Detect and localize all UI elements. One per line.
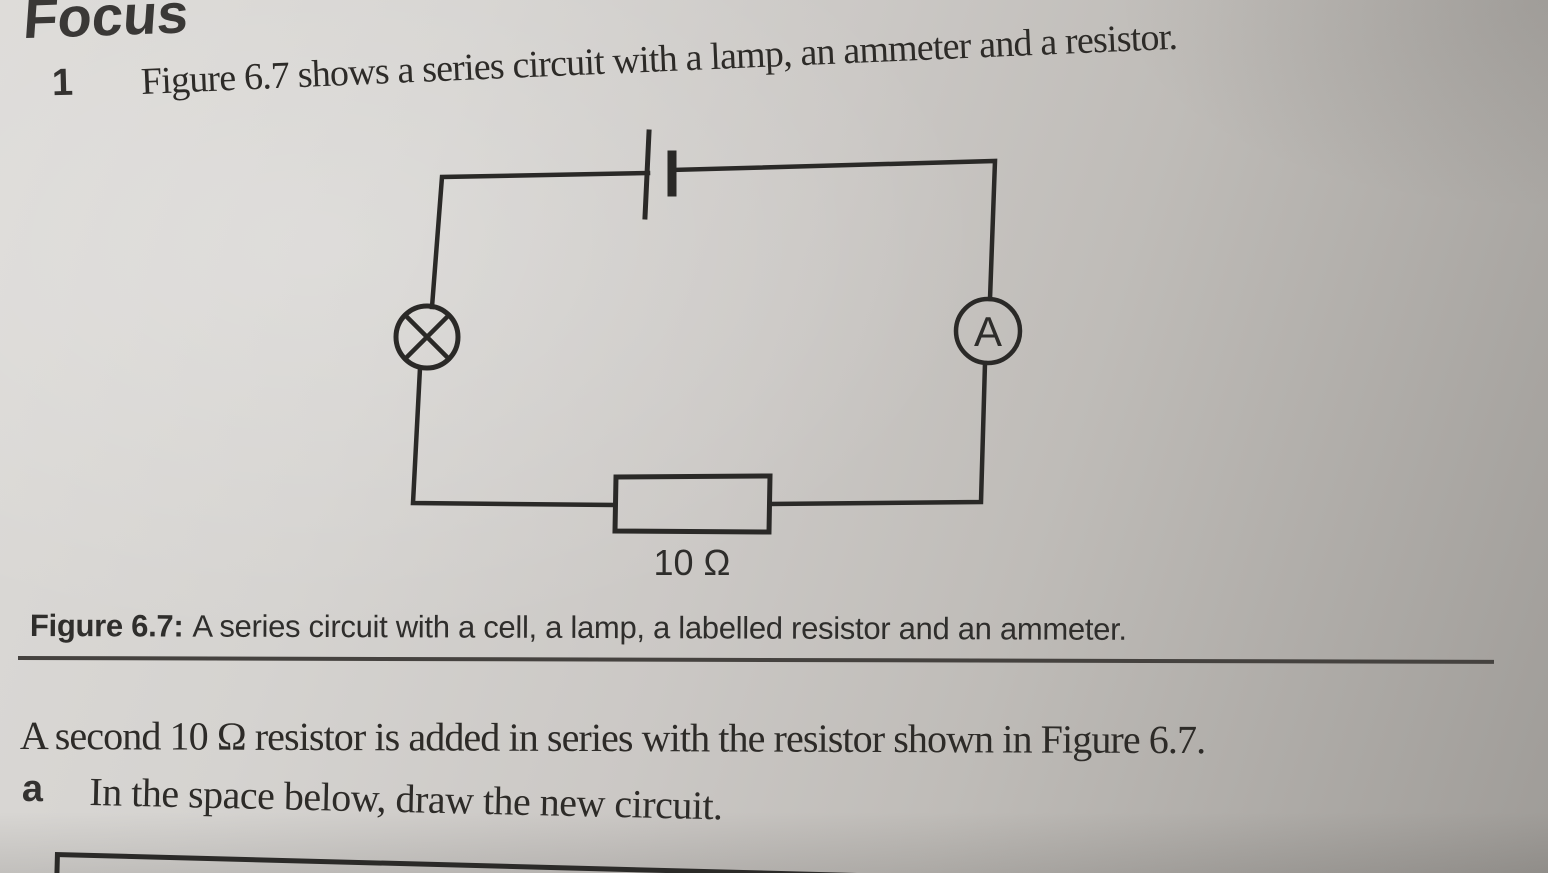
question-text: Figure 6.7 shows a series circuit with a…	[140, 15, 1178, 103]
part-a-label: a	[21, 767, 44, 811]
lamp-circle	[393, 303, 461, 371]
ammeter-label: A	[974, 308, 1002, 355]
focus-heading: Focus	[21, 0, 191, 51]
cell-long-plate	[642, 129, 652, 220]
figure-caption-text: A series circuit with a cell, a lamp, a …	[192, 608, 1127, 647]
answer-box	[43, 852, 1548, 873]
figure-caption-label: Figure 6.7:	[29, 608, 184, 644]
circuit-wire-bottom-right	[767, 360, 988, 507]
circuit-wire-top-left	[429, 170, 651, 310]
caption-divider-rule	[17, 656, 1494, 664]
lamp-cross	[401, 311, 453, 363]
circuit-wire-bottom-left	[410, 365, 618, 508]
resistor-box	[612, 473, 773, 535]
resistor-symbol: 10 Ω	[612, 473, 773, 583]
resistor-label: 10 Ω	[654, 542, 731, 583]
figure-caption: Figure 6.7:A series circuit with a cell,…	[30, 608, 1127, 648]
circuit-wire-top-right	[669, 158, 998, 302]
lamp-symbol	[393, 303, 461, 371]
ammeter-symbol: A	[953, 296, 1023, 366]
question-number: 1	[51, 61, 74, 105]
ammeter-circle	[953, 296, 1023, 366]
part-a-text: In the space below, draw the new circuit…	[88, 768, 724, 829]
body-paragraph: A second 10 Ω resistor is added in serie…	[19, 713, 1206, 763]
circuit-diagram: A 10 Ω	[393, 129, 1023, 583]
cell-symbol	[642, 129, 677, 220]
